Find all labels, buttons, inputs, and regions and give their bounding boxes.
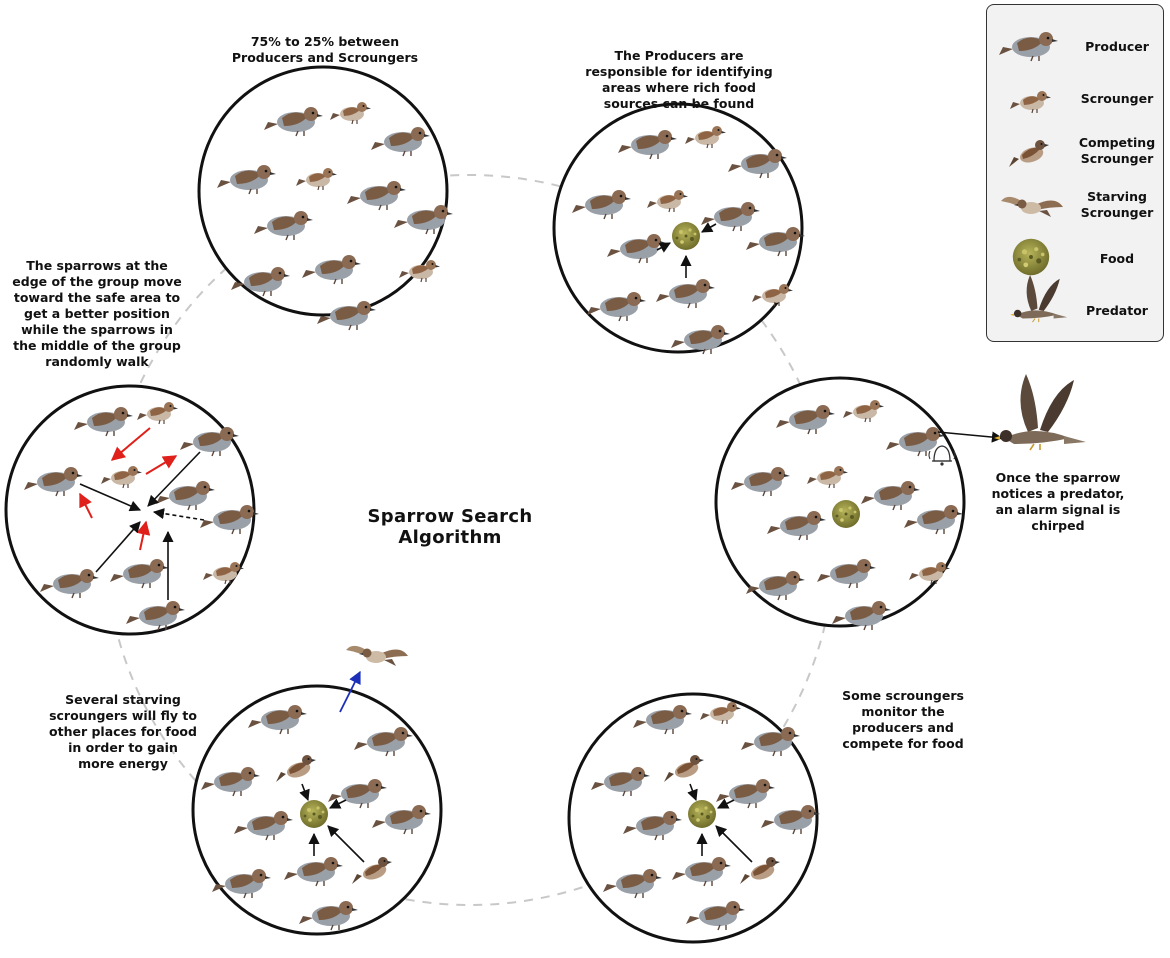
predator-hawk-icon [1009, 274, 1068, 323]
legend-label-starving-scrounger: Starving Scrounger [1080, 189, 1154, 220]
predator-hawk-icon [993, 373, 1087, 451]
edge-caption: The sparrows at the edge of the group mo… [12, 258, 182, 369]
edge-panel [4, 384, 260, 636]
monitor-caption: Some scroungers monitor the producers an… [842, 688, 964, 751]
food-icon [688, 800, 716, 828]
compete-panel [567, 692, 821, 944]
diagram-title: Sparrow Search Algorithm [367, 506, 533, 548]
ratio-caption: 75% to 25% between Producers and Scroung… [231, 34, 419, 65]
starving-scrounger-icon [1001, 196, 1063, 217]
competing-scrounger-icon [1009, 140, 1049, 167]
legend-label-competing-scrounger: Competing Scrounger [1078, 135, 1156, 166]
food-icon [300, 800, 328, 828]
food-icon [672, 222, 700, 250]
food-icon [1012, 238, 1050, 276]
food-icon [832, 500, 860, 528]
legend-label-predator: Predator [1086, 303, 1148, 318]
alarm-bell-icon [928, 445, 956, 466]
legend-box: Producer Scrounger Competing Scrounger S… [986, 4, 1164, 342]
legend-label-food: Food [1099, 251, 1135, 266]
predator-caption: Once the sparrow notices a predator, an … [991, 470, 1125, 533]
predator-panel [714, 376, 1004, 631]
legend-label-scrounger: Scrounger [1080, 91, 1154, 106]
ratio-panel [197, 65, 454, 331]
legend-label-producer: Producer [1085, 39, 1149, 54]
producers-panel [552, 102, 806, 355]
starving-panel [191, 670, 443, 936]
producers-caption: The Producers are responsible for identi… [585, 48, 773, 111]
starving-scrounger-icon [346, 645, 408, 666]
starving-caption: Several starving scroungers will fly to … [49, 692, 197, 771]
legend-icons [998, 31, 1068, 323]
scrounger-sparrow-icon [1009, 90, 1052, 114]
producer-sparrow-icon [998, 31, 1059, 62]
